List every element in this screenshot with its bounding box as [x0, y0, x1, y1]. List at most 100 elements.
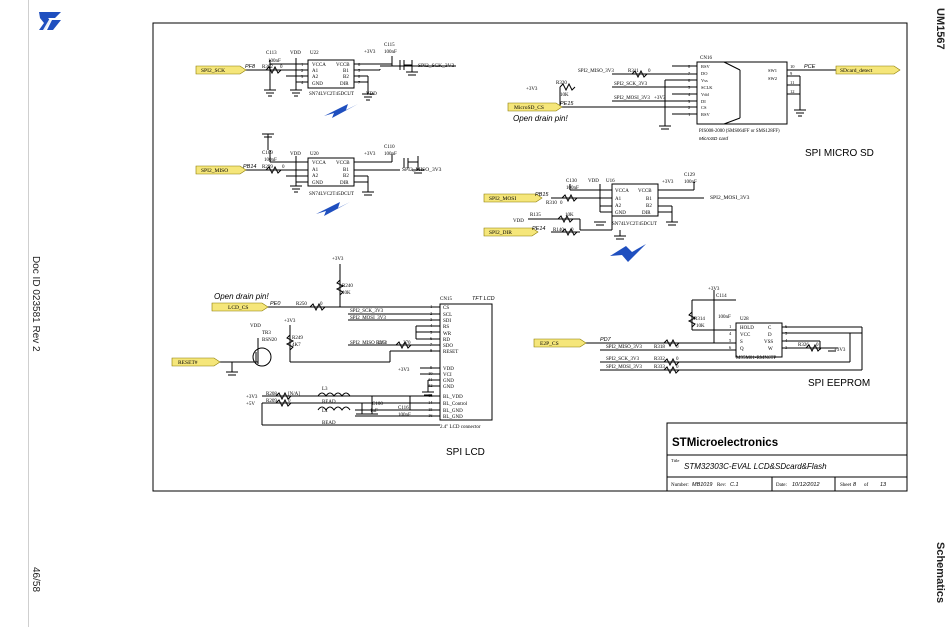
- schematic-label: A1: [312, 168, 319, 173]
- schematic-label: VCCB: [336, 161, 350, 166]
- schematic-label: Sheet: [840, 483, 852, 488]
- schematic-label: 6: [358, 62, 361, 67]
- schematic-label: SW2: [768, 76, 777, 81]
- schematic-label: C130: [566, 179, 577, 184]
- net-label-microsd-cs: [507, 102, 563, 112]
- schematic-label: C110: [384, 145, 395, 150]
- schematic-label: 4: [301, 80, 304, 85]
- schematic-label: SPI2_MISO: [201, 168, 228, 174]
- ic-u28: [735, 322, 783, 358]
- schematic-label: 0: [280, 65, 283, 70]
- schematic-label: 10K: [560, 93, 569, 98]
- schematic-label: 0: [560, 201, 563, 206]
- schematic-label: CN16: [700, 56, 712, 61]
- schematic-label: 8: [430, 348, 433, 353]
- lcd-connector: [439, 303, 493, 421]
- schematic-label: SN74LVC2T45DCUT: [309, 92, 354, 97]
- schematic-label: RESET#: [178, 360, 198, 366]
- schematic-label: 10K: [565, 213, 574, 218]
- schematic-label: VCCA: [312, 63, 326, 68]
- schematic-label: 15: [428, 407, 433, 412]
- schematic-label: 5: [785, 331, 788, 336]
- schematic-label: 8: [853, 482, 857, 488]
- schematic-label: 13: [428, 393, 433, 398]
- ic-u20: [307, 157, 355, 187]
- schematic-label: U28: [740, 317, 749, 322]
- schematic-label: R302: [262, 65, 273, 70]
- schematic-label: SW1: [768, 68, 777, 73]
- schematic-label: +3V3: [526, 87, 538, 92]
- schematic-label: 0: [320, 302, 323, 307]
- signal-direction-arrow: [610, 244, 646, 262]
- schematic-label: LCD_CS: [228, 305, 248, 311]
- schematic-label: RS: [443, 325, 449, 330]
- schematic-label: VDD: [513, 219, 524, 224]
- schematic-label: 0: [648, 69, 651, 74]
- net-label-lcd-cs: [211, 302, 269, 312]
- open-drain-note: Open drain pin!: [513, 114, 568, 123]
- schematic-label: BL_VDD: [443, 395, 463, 400]
- schematic-label: PE14: [532, 226, 545, 232]
- schematic-label: 16: [428, 413, 433, 418]
- schematic-label: VCCA: [615, 189, 629, 194]
- schematic-label: B1: [343, 168, 349, 173]
- schematic-label: RD: [443, 338, 450, 343]
- schematic-label: DIR: [340, 82, 349, 87]
- schematic-label: A2: [312, 75, 319, 80]
- schematic-label: BL_Control: [443, 402, 468, 407]
- schematic-label: VCCA: [312, 161, 326, 166]
- schematic-label: 7: [358, 80, 361, 85]
- schematic-label: S: [740, 340, 743, 345]
- schematic-label: +3V3: [364, 152, 376, 157]
- schematic-label: R332: [654, 357, 665, 362]
- net-label-e2p-cs: [533, 338, 587, 348]
- schematic-label: 8: [358, 74, 361, 79]
- schematic-label: 100nF: [398, 413, 411, 418]
- schematic-label: Date:: [776, 483, 787, 488]
- schematic-label: M95M01-RMN6TP: [736, 356, 777, 361]
- schematic-label: 11: [428, 377, 432, 382]
- schematic-label: RSV: [701, 64, 711, 69]
- schematic-label: 7: [430, 342, 433, 347]
- schematic-label: Vdd: [701, 92, 709, 97]
- schematic-label: A2: [615, 204, 622, 209]
- schematic-label: B1: [646, 197, 652, 202]
- schematic-label: 6: [430, 336, 433, 341]
- signal-direction-arrow: [316, 202, 350, 216]
- schematic-label: +3V3: [398, 368, 410, 373]
- schematic-label: 2: [301, 68, 303, 73]
- schematic-label: R135: [530, 213, 541, 218]
- schematic-label: 6: [688, 78, 691, 83]
- schematic-label: SCL: [443, 313, 452, 318]
- schematic-label: R299: [262, 165, 273, 170]
- schematic-label: +3V3: [654, 96, 666, 101]
- schematic-label: 0: [282, 165, 285, 170]
- schematic-label: 9: [790, 71, 793, 76]
- schematic-label: Q: [740, 347, 744, 352]
- schematic-label: VDD: [290, 51, 301, 56]
- net-label-spi2-mosi: [483, 193, 543, 203]
- schematic-label: VCI: [443, 373, 452, 378]
- schematic-label: CN15: [440, 297, 452, 302]
- schematic-label: RSV: [701, 112, 711, 117]
- schematic-label: SPI2_MOSI: [489, 196, 516, 202]
- schematic-label: R209: [266, 399, 277, 404]
- schematic-label: 10K: [342, 291, 351, 296]
- schematic-label: 10: [428, 371, 433, 376]
- schematic-label: 100nF: [384, 50, 397, 55]
- schematic-label: 100nF: [566, 186, 579, 191]
- schematic-label: CS: [443, 306, 449, 311]
- schematic-label: U20: [310, 152, 319, 157]
- schematic-label: 5: [729, 338, 732, 343]
- schematic-label: VCCB: [336, 63, 350, 68]
- net-text: SPI2_SCK: [201, 68, 225, 74]
- schematic-label: C100: [372, 402, 383, 407]
- schematic-label: R240: [342, 284, 353, 289]
- schematic-label: PJS008-2000 (SMS064FF or SMS128FF): [699, 129, 780, 134]
- schematic-label: C114: [716, 294, 727, 299]
- schematic-label: L4: [322, 409, 328, 414]
- schematic-label: 1uF: [370, 409, 378, 414]
- schematic-label: SPI2_SCK_3V3: [614, 82, 648, 87]
- schematic-label: R208: [266, 392, 277, 397]
- schematic-label: 9: [430, 365, 433, 370]
